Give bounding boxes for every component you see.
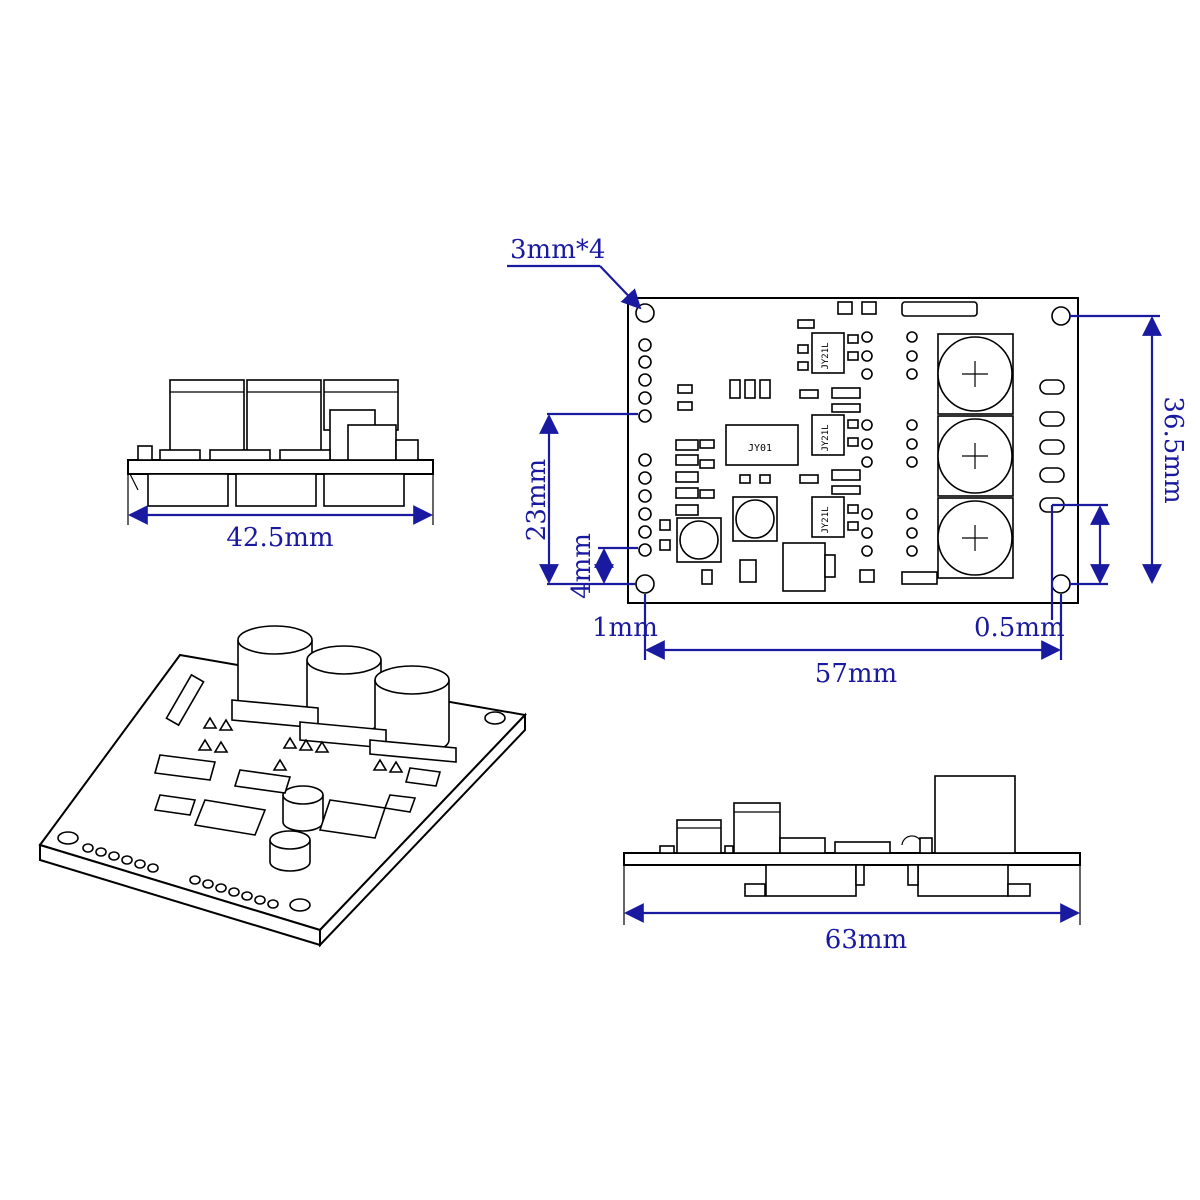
- top-view-dimensions: 3mm*4 23mm 4mm 1mm 0.5mm 57mm 36.5mm: [507, 235, 1188, 689]
- front-view: 63mm: [623, 775, 1081, 955]
- iso-pin-rows: [82, 843, 279, 909]
- right-terminal-pins: [1039, 379, 1065, 513]
- board-height-label: 36.5mm: [1158, 396, 1188, 503]
- svg-text:JY01: JY01: [748, 443, 772, 454]
- hole-spacing-h-label: 57mm: [815, 659, 897, 689]
- hole-spacing-v-label: 23mm: [522, 459, 552, 541]
- mounting-hole-br: [1051, 574, 1071, 594]
- driver-ic: JY01: [725, 424, 799, 466]
- hole-inset-left-label: 1mm: [592, 613, 658, 643]
- board-length-label: 63mm: [825, 925, 907, 955]
- mounting-hole-tr: [1051, 306, 1071, 326]
- mosfet-chip-2: JY21L: [811, 414, 845, 456]
- side-width-label: 42.5mm: [226, 523, 333, 553]
- svg-text:JY21L: JY21L: [821, 424, 831, 451]
- left-header-pins: [638, 338, 652, 557]
- hole-offset-small-label: 4mm: [567, 533, 597, 599]
- pad-columns: [861, 331, 918, 557]
- hole-inset-right-label: 0.5mm: [974, 613, 1065, 643]
- mosfet-chip-3: JY21L: [811, 496, 845, 538]
- svg-text:JY21L: JY21L: [821, 342, 831, 369]
- large-capacitors: [937, 333, 1014, 579]
- mounting-hole-bl: [635, 574, 655, 594]
- iso-small-pads: [197, 716, 404, 773]
- top-view: JY21L JY21L JY21L JY01: [627, 297, 1079, 604]
- side-view: 42.5mm: [127, 379, 434, 553]
- svg-text:JY21L: JY21L: [821, 506, 831, 533]
- hole-spec-label: 3mm*4: [510, 235, 605, 265]
- isometric-view: [38, 625, 528, 948]
- mosfet-chip-1: JY21L: [811, 332, 845, 374]
